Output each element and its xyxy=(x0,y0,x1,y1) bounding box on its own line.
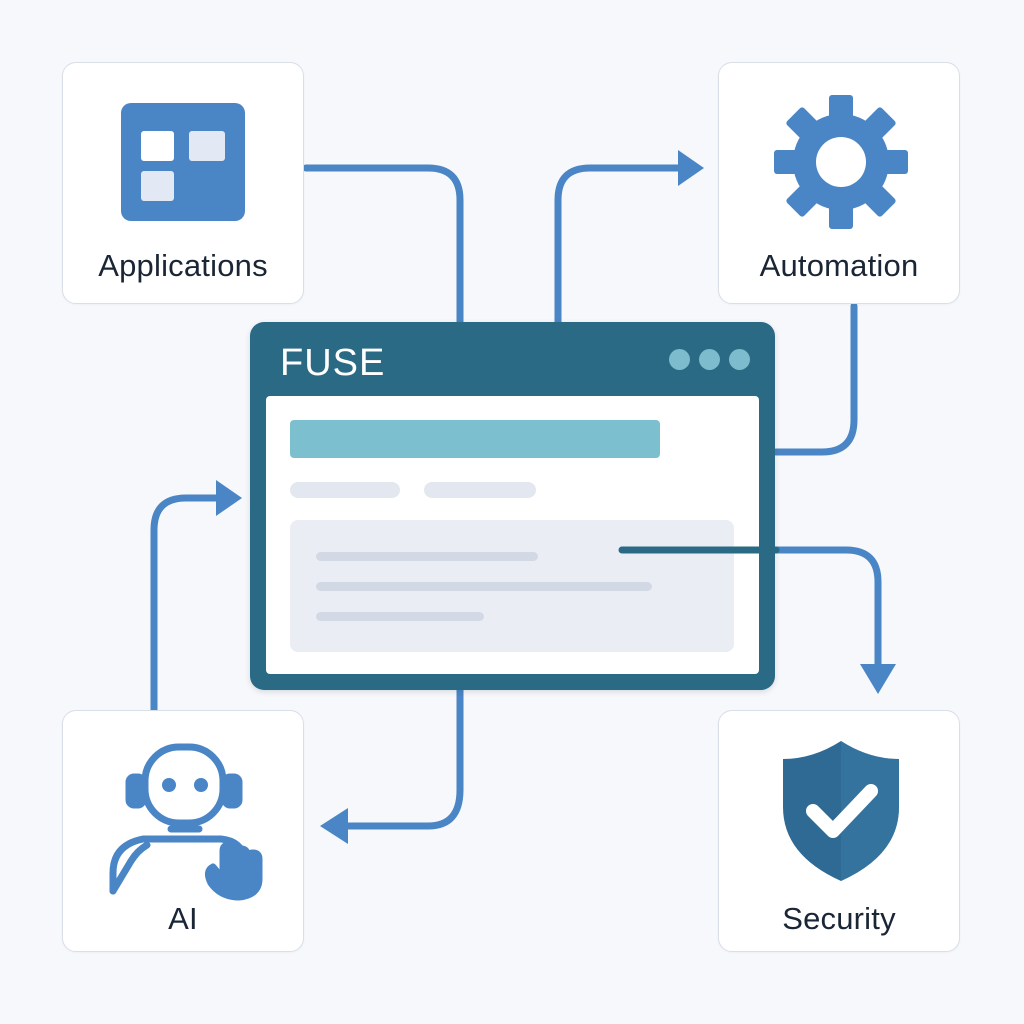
fuse-window[interactable]: FUSE xyxy=(250,322,775,690)
security-label: Security xyxy=(782,901,896,936)
placeholder-pill-1 xyxy=(290,482,400,498)
window-body xyxy=(266,396,759,674)
automation-card[interactable]: Automation xyxy=(718,62,960,304)
arrowhead-security xyxy=(860,664,896,694)
panel-line-2 xyxy=(316,582,652,591)
window-control-dot-2[interactable] xyxy=(699,349,720,370)
connector-applications-to-fuse xyxy=(302,164,464,326)
connector-fuse-to-ai xyxy=(342,686,464,830)
grid-apps-icon xyxy=(121,103,245,226)
connector-ai-to-fuse xyxy=(150,494,222,714)
placeholder-pill-2 xyxy=(424,482,536,498)
ai-label: AI xyxy=(168,901,198,936)
security-card[interactable]: Security xyxy=(718,710,960,952)
applications-card[interactable]: Applications xyxy=(62,62,304,304)
window-control-dot-3[interactable] xyxy=(729,349,750,370)
applications-label: Applications xyxy=(98,248,268,283)
content-panel xyxy=(290,520,734,652)
ai-card[interactable]: AI xyxy=(62,710,304,952)
arrowhead-automation xyxy=(678,150,704,186)
panel-line-3 xyxy=(316,612,484,621)
highlight-bar xyxy=(290,420,660,458)
arrowhead-fuse-left xyxy=(216,480,242,516)
panel-line-1 xyxy=(316,552,538,561)
window-title: FUSE xyxy=(280,342,386,384)
gear-icon xyxy=(774,95,908,234)
robot-icon xyxy=(103,733,273,908)
connector-fuse-to-automation xyxy=(554,164,684,326)
arrowhead-ai xyxy=(320,808,348,844)
shield-check-icon xyxy=(779,737,903,890)
window-control-dot-1[interactable] xyxy=(669,349,690,370)
connector-automation-to-fuse xyxy=(772,302,858,456)
automation-label: Automation xyxy=(759,248,919,283)
